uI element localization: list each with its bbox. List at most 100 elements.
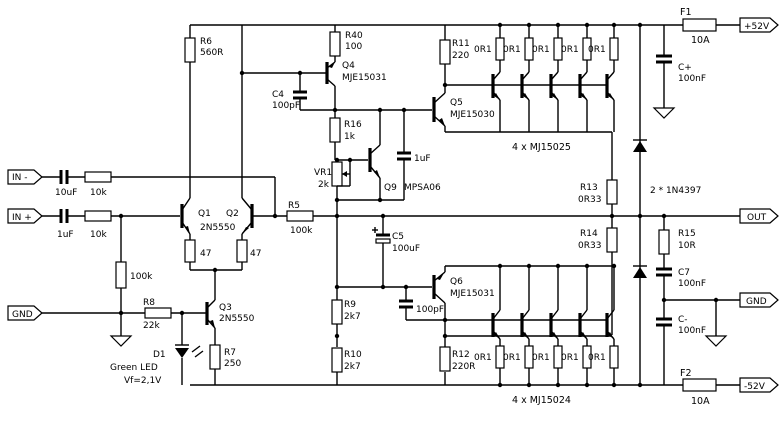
port-gnd-right[interactable]: GND [739,292,779,308]
port-gnd-right-label: GND [746,297,767,307]
r11-value: 220 [452,51,469,61]
diodes-label: 2 * 1N4397 [650,186,701,196]
q5-value: MJE15030 [450,110,495,120]
fuse-f2: F2 10A [680,368,717,407]
r15-value: 10R [678,241,696,251]
led-d1: D1 Green LED Vf=2,1V [110,313,204,386]
port-in-minus[interactable]: IN - [7,169,43,185]
q2-name: Q2 [226,209,239,219]
resistor-r10: R10 2k7 [331,333,362,373]
c7-value: 100nF [678,279,706,289]
r12-value: 220R [452,362,475,372]
c-in2-value: 1uF [57,230,74,240]
q1-name: Q1 [198,209,211,219]
c4-value: 100pF [272,101,300,111]
bottom-output-transistor: 0R1 [532,263,580,388]
r40-value: 100 [345,42,362,52]
r8-name: R8 [143,298,155,308]
r-bias-value: 100k [130,272,153,282]
capacitor-1uf: 1uF [397,110,431,200]
resistor-r12: R12 220R [439,319,493,372]
capacitor-q6: 100pF [399,287,448,323]
transistor-q4: Q4 MJE15031 [239,61,387,118]
r16-value: 1k [344,132,356,142]
bottom-output-transistor: 0R1 [474,263,522,388]
r15-name: R15 [678,229,696,239]
r9-value: 2k7 [344,312,361,322]
c4-name: C4 [272,90,284,100]
emitter-resistor-label: 0R1 [474,353,492,363]
emitter-resistor-label: 0R1 [561,353,579,363]
cplus-value: 100nF [678,74,706,84]
r6-name: R6 [200,37,212,47]
r11-name: R11 [452,39,470,49]
emitter-resistor [609,37,619,61]
port-vpos-label: +52V [744,22,770,32]
r-e1-value: 47 [200,249,211,259]
emitter-resistor-label: 0R1 [588,353,606,363]
supply-rails [189,24,740,386]
q4-name: Q4 [342,61,355,71]
q3-name: Q3 [219,303,232,313]
port-out-label: OUT [747,213,767,223]
c5-value: 100uF [392,244,420,254]
port-gnd-left-label: GND [12,310,33,320]
resistor-r6: R6 560R [184,25,243,63]
top-outputs-label: 4 x MJ15025 [512,142,571,153]
capacitor-cplus: C+ 100nF [652,54,706,119]
q5-name: Q5 [450,98,463,108]
top-output-transistor: 0R1 [474,22,522,132]
resistor-r7: R7 250 [209,344,241,370]
resistor-r16: R16 1k [329,117,362,160]
port-gnd-left[interactable]: GND [7,305,43,321]
top-output-transistor: 0R1 [561,22,607,132]
lower-bias-chain [334,213,432,300]
emitter-resistor-label: 0R1 [588,45,606,55]
r10-value: 2k7 [344,362,361,372]
in-plus-path: 1uF 10k [42,209,180,240]
resistor-r14: R14 0R33 [578,213,618,335]
trimmer-vr1[interactable]: VR1 2k [314,157,368,200]
top-output-transistor: 0R1 [532,22,580,132]
q1-value: 2N5550 [200,223,236,233]
transistor-q5: Q5 MJE15030 [335,85,495,132]
r5-name: R5 [288,201,300,211]
port-vneg-label: -52V [744,382,766,392]
r14-value: 0R33 [578,241,601,251]
capacitor-c5: C5 100uF [372,213,420,262]
r5-value: 100k [290,226,313,236]
cminus-value: 100nF [678,326,706,336]
r7-name: R7 [224,348,236,358]
q4-value: MJE15031 [342,73,387,83]
c-q6-value: 100pF [416,305,444,315]
capacitor-c4: C4 100pF [272,73,338,113]
r13-value: 0R33 [578,195,601,205]
port-in-minus-label: IN - [12,173,28,183]
transistor-q2: Q2 [226,62,287,235]
c-in1-value: 10uF [55,188,77,198]
q6-name: Q6 [450,277,463,287]
transistor-q6: Q6 MJE15031 [432,265,612,336]
r16-name: R16 [344,120,362,130]
r-in2-value: 10k [90,230,107,240]
emitter-resistor-label: 0R1 [474,45,492,55]
resistor-r9: R9 2k7 [331,299,361,347]
resistor-r13: R13 0R33 [578,132,618,216]
bottom-outputs-label: 4 x MJ15024 [512,395,571,406]
emitter-resistor-label: 0R1 [532,353,550,363]
port-out[interactable]: OUT [739,208,779,224]
r8-value: 22k [143,321,160,331]
f2-name: F2 [680,368,692,379]
r13-name: R13 [580,183,598,193]
port-in-plus[interactable]: IN + [7,208,43,224]
vr1-value: 2k [318,180,330,190]
port-vneg[interactable]: -52V [739,377,779,393]
port-vpos[interactable]: +52V [739,17,779,33]
c-1uf-value: 1uF [414,154,431,164]
vr1-name: VR1 [314,168,332,178]
top-output-transistor: 0R1 [588,22,619,132]
emitter-resistor-label: 0R1 [503,45,521,55]
top-output-transistor: 0R1 [503,22,551,132]
